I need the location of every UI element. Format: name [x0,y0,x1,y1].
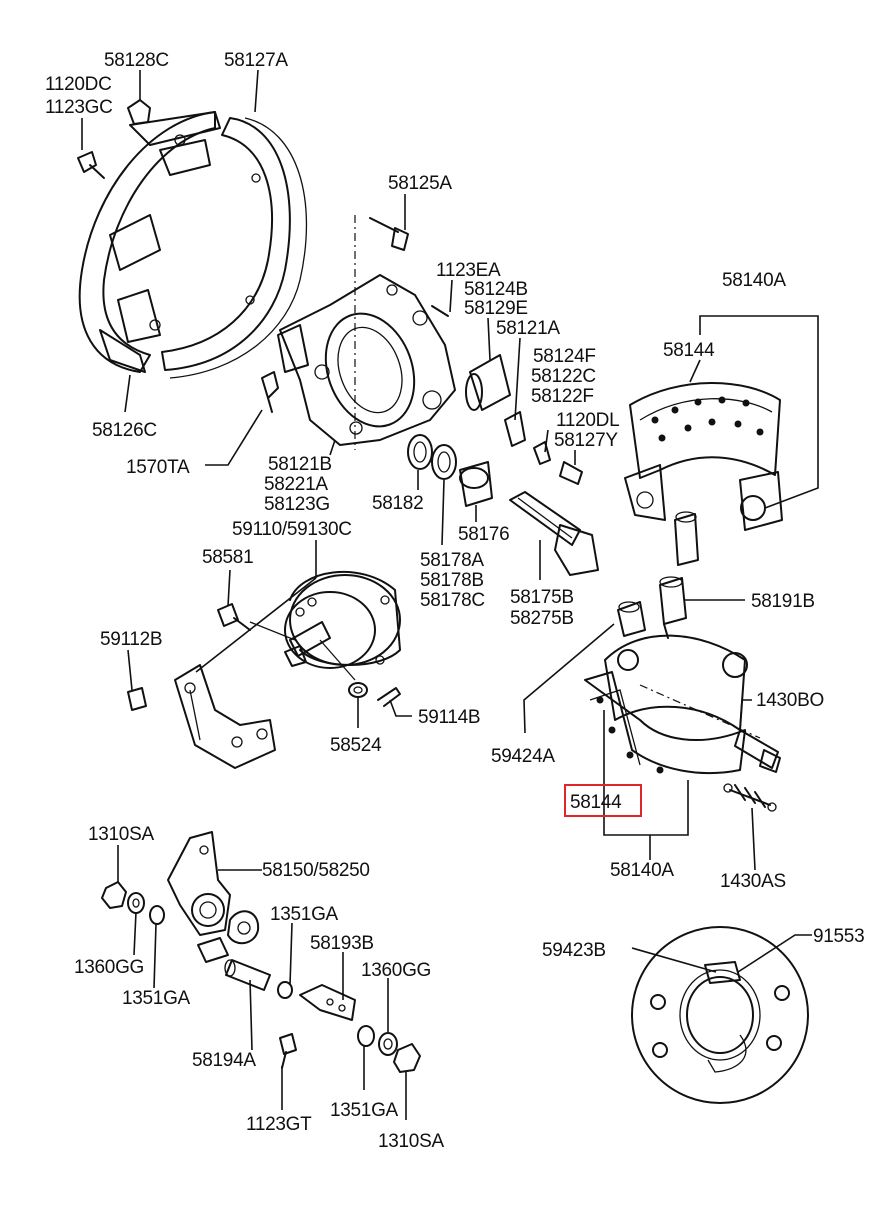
chamber-bracket-drawing [127,664,276,769]
dust-shield-drawing [631,926,809,1104]
part-label: 58127Y [554,430,618,451]
part-label: 58194A [192,1050,256,1071]
part-label: 58121A [496,318,560,339]
part-label: 58129E [464,298,528,319]
part-label-highlighted: 58144 [570,792,622,813]
part-label: 1310SA [88,824,154,845]
part-label: 1120DC [45,74,112,95]
roller-and-spring [617,511,699,639]
part-label: 1120DL [556,410,619,431]
part-label: 58524 [330,735,382,756]
return-spring-drawing [723,783,777,812]
part-label: 59112B [100,629,162,650]
highlight-box [564,784,642,817]
part-label: 58124F [533,346,596,367]
brake-chamber-drawing [284,570,401,681]
part-label: 58193B [310,933,374,954]
small-fasteners-top-left [77,99,279,413]
nuts-and-washers-bottom [357,1025,421,1073]
part-label: 58275B [510,608,574,629]
part-label: 59114B [418,707,480,728]
clevis-pin-drawing [224,959,297,1069]
part-label: 1123GT [246,1114,312,1135]
brake-spider-drawing [277,215,456,450]
part-label: 58191B [751,591,815,612]
part-label: 59423B [542,940,606,961]
part-label: 1351GA [330,1100,399,1121]
part-label: 1360GG [361,960,431,981]
part-label: 1570TA [126,457,190,478]
nuts-and-washers-left [101,881,165,925]
part-label: 58581 [202,547,253,568]
part-label: 58178C [420,590,485,611]
part-label: 58124B [464,279,528,300]
chamber-hardware [348,682,401,707]
part-label: 1430AS [720,871,786,892]
part-label: 58178A [420,550,484,571]
part-label: 58122F [531,386,594,407]
leader-lines [81,69,819,1120]
part-label: 1430BO [756,690,824,711]
brake-shoe-lower-drawing [584,634,781,775]
part-label: 58128C [104,50,169,71]
part-label: 1360GG [74,957,144,978]
part-label: 58122C [531,366,596,387]
part-label: 58182 [372,493,423,514]
part-label: 1351GA [270,904,339,925]
slack-adjuster-drawing [167,831,260,963]
part-label: 58127A [224,50,288,71]
part-label: 1351GA [122,988,191,1009]
sensor-bracket-drawing [299,984,356,1021]
part-label: 58125A [388,173,452,194]
part-label: 1123EA [436,260,501,281]
part-label: 91553 [813,926,864,947]
part-label: 58140A [722,270,786,291]
part-label: 58178B [420,570,484,591]
part-label: 58121B [268,454,332,475]
part-label: 59424A [491,746,555,767]
part-label: 58123G [264,494,330,515]
part-label: 1310SA [378,1131,444,1152]
backing-plate-drawing [78,111,308,379]
part-label: 58140A [610,860,674,881]
part-labels: 58128C 58127A 1120DC 1123GC 58126C 1570T… [45,50,865,1152]
part-label: 58221A [264,474,328,495]
part-label: 59110/59130C [232,519,352,540]
mounting-bolt-drawing [217,603,296,641]
part-label: 58144 [663,340,715,361]
part-label: 1123GC [45,97,113,118]
part-label: 58150/58250 [262,860,370,881]
part-label: 58126C [92,420,157,441]
camshaft-drawing [509,491,599,576]
brake-shoe-upper-drawing [624,382,783,531]
part-label: 58176 [458,524,509,545]
part-label: 58175B [510,587,574,608]
